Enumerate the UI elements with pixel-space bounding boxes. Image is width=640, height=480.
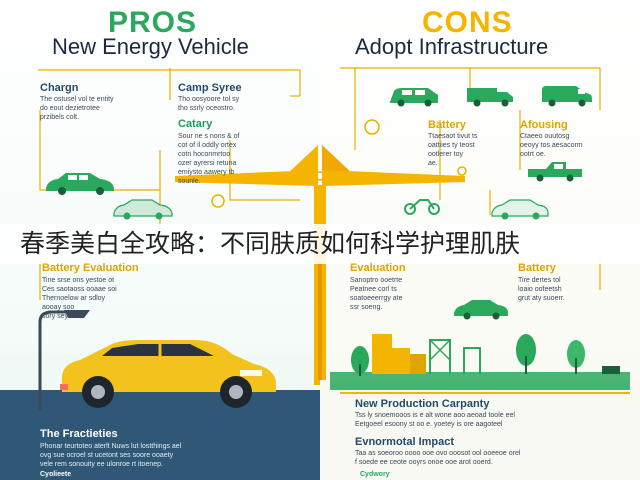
cons-title: CONS (422, 6, 513, 39)
battery2-heading: Battery (518, 262, 556, 274)
truck-icon (467, 88, 513, 107)
cargo-van-icon (542, 86, 592, 107)
catary-heading: Catary (178, 118, 213, 130)
cons-subtitle: Adopt Infrastructure (355, 34, 549, 59)
pros-title: PROS (108, 6, 198, 39)
green-car-icon (46, 173, 114, 195)
production-text: Tss ly snoemooos is e alt wone aoo aeoad… (355, 412, 515, 428)
right-evaluation-heading: Evaluation (350, 262, 406, 274)
impact-heading: Evnormotal Impact (355, 436, 455, 448)
production-heading: New Production Carpanty (355, 398, 490, 410)
divider (340, 392, 630, 394)
afusing-heading: Afousing (520, 119, 568, 131)
car-outline-icon (113, 199, 173, 220)
battery-heading: Battery (428, 119, 466, 131)
left-evaluation-heading: Battery Evaluation (42, 262, 139, 274)
impact-text: Taa as soeoroo oooo ooe ovo ooosot ool o… (355, 450, 521, 466)
green-car-small-icon (454, 300, 508, 320)
right-ground (320, 380, 640, 480)
road (0, 390, 320, 480)
green-van-icon (390, 88, 438, 107)
factory-scene (330, 334, 630, 390)
overlay-caption: 春季美白全攻略：不同肤质如何科学护理肌肤 (0, 224, 640, 264)
car-outline-icon-right (491, 199, 549, 220)
fractieties-heading: The Fractieties (40, 428, 118, 440)
scooter-icon (404, 199, 440, 215)
right-brand: Cydwory (360, 471, 390, 478)
camp-heading: Camp Syree (178, 82, 242, 94)
pickup-icon (528, 162, 582, 182)
pros-subtitle: New Energy Vehicle (52, 34, 249, 59)
yellow-car-scene (38, 310, 277, 410)
left-brand: Cyolieete (40, 471, 72, 478)
fractieties-text: Phonar teurtoteo aterlt Nuws lut lostthi… (40, 443, 182, 468)
charging-heading: Chargn (40, 82, 79, 94)
